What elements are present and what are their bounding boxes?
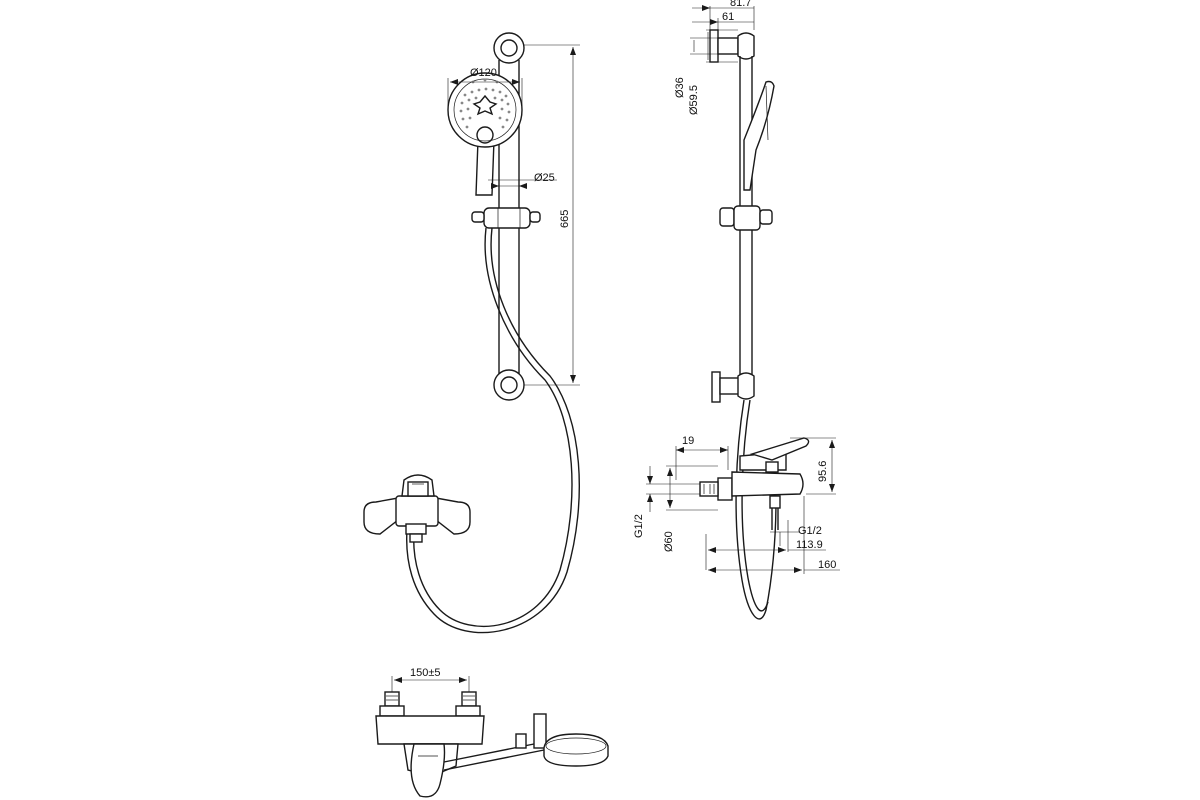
side-mixer: [699, 437, 810, 530]
top-inlets: [379, 691, 481, 717]
dimension-mixer-depth-b: 113.9: [705, 520, 826, 570]
dimension-mixer-height: 95.6: [790, 437, 836, 495]
dimension-bracket-offset: 61: [692, 11, 754, 36]
dimension-rail-length: 665: [524, 44, 580, 386]
thread-left-label: G1/2: [633, 514, 645, 538]
rail-slider: [471, 207, 541, 229]
flange-diameter-label: Ø60: [663, 531, 675, 552]
top-mixer-body: [375, 715, 485, 798]
rail-diameter-label: Ø25: [534, 172, 555, 184]
side-hand-shower: [743, 80, 775, 191]
inlet-spacing-label: 150±5: [410, 667, 441, 679]
wall-mixer: [363, 474, 471, 543]
side-hose: [735, 399, 777, 620]
hand-shower: [447, 72, 523, 196]
dimension-thread-left: G1/2: [633, 466, 700, 538]
top-hand-shower: [543, 733, 609, 767]
mixer-depth-b-label: 113.9: [796, 539, 823, 551]
dimension-head-diameter: Ø120: [447, 67, 523, 108]
dimension-mixer-depth-a: 19: [675, 435, 729, 480]
shower-hose: [406, 227, 581, 634]
thread-right-label: G1/2: [798, 525, 822, 537]
dimension-inlet-spacing: 150±5: [391, 667, 470, 692]
bracket-outer-diameter-label: Ø59.5: [688, 85, 700, 115]
side-view: 81.7 61 Ø36 Ø59.5 19: [633, 0, 840, 620]
top-shower-arm: [443, 713, 555, 771]
bottom-wall-bracket: [711, 371, 755, 403]
front-view: Ø120 Ø25 665: [363, 32, 581, 634]
top-wall-bracket: [709, 29, 755, 63]
spray-nozzles: [459, 78, 511, 129]
dimension-mixer-depth-c: 160: [708, 496, 840, 574]
dimension-wall-offset: 81.7: [692, 0, 755, 30]
side-slider: [719, 205, 773, 231]
bracket-inner-diameter-label: Ø36: [674, 77, 686, 98]
head-diameter-label: Ø120: [470, 67, 497, 79]
mixer-depth-a-label: 19: [682, 435, 694, 447]
bracket-offset-label: 61: [722, 11, 734, 23]
dimension-rail-diameter: Ø25: [488, 172, 557, 189]
dimension-bracket-diameters: Ø36 Ø59.5: [674, 29, 738, 115]
top-view: 150±5: [375, 667, 609, 798]
rail-length-label: 665: [559, 210, 571, 228]
dimension-flange-diameter: Ø60: [663, 465, 718, 552]
mixer-depth-c-label: 160: [818, 559, 836, 571]
wall-offset-label: 81.7: [730, 0, 751, 9]
mixer-height-label: 95.6: [817, 461, 829, 482]
